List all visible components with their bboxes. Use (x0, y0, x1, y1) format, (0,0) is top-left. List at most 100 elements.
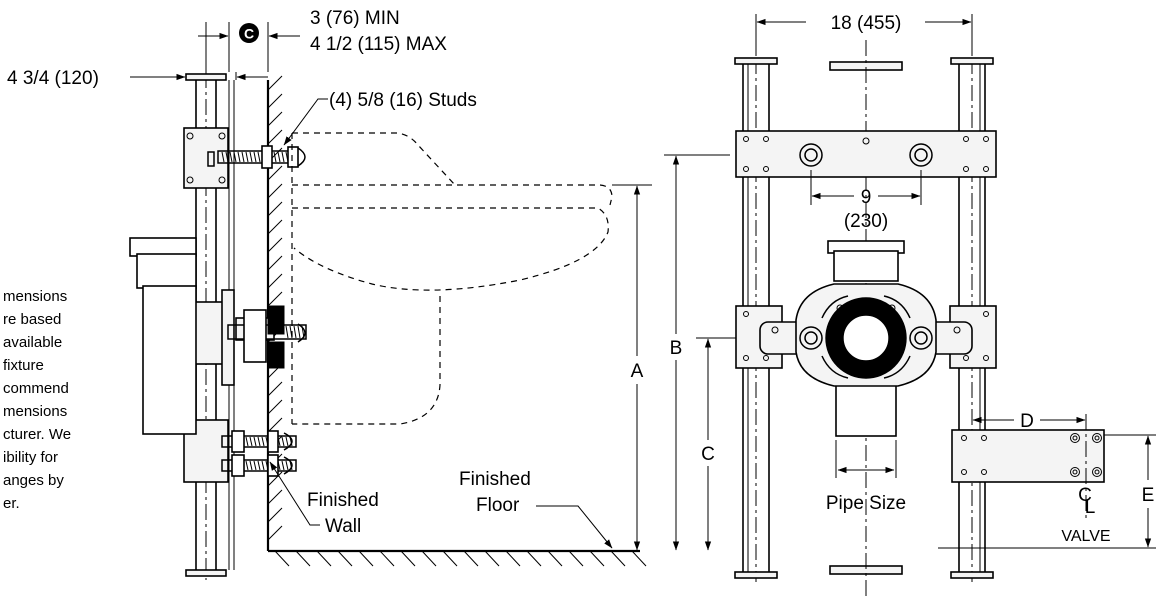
wall-hatch-line (267, 111, 283, 127)
dimension-a: A (612, 184, 652, 551)
note-line-8: ibility for (3, 449, 58, 466)
upper-stud (217, 145, 306, 169)
dimension-frame-width: 18 (455) (755, 13, 973, 56)
mid-stud-assembly (227, 305, 307, 369)
valve-plate (951, 414, 1105, 520)
stud-thread (249, 151, 253, 163)
side-view: C 3 (76) MIN 4 1/2 (115) MAX 4 3/4 (120)… (3, 8, 790, 580)
stud-thread (285, 325, 289, 339)
upper-cross-plate (735, 130, 997, 178)
note-line-7: cturer. We (3, 426, 71, 443)
floor-hatch-line (421, 550, 437, 567)
floor-hatch-line (610, 550, 626, 567)
wall-hatch-line (267, 165, 283, 181)
wall-hatch-line (267, 183, 283, 199)
stud-thread (261, 436, 265, 447)
wall-hatch-line (267, 93, 283, 109)
wall-hatch-line (267, 219, 283, 235)
c-min-label: 3 (76) MIN (310, 8, 400, 29)
floor-hatch-line (337, 550, 353, 567)
wall-hatch-line (267, 237, 283, 253)
stud-thread (261, 460, 265, 471)
finished-wall-label-1: Finished (307, 490, 379, 511)
wall-hatch-line (267, 291, 283, 307)
stud-thread (293, 325, 297, 339)
wall-hatch-line (267, 255, 283, 271)
c-max-label: 4 1/2 (115) MAX (310, 34, 447, 55)
finished-floor-label-1: Finished (459, 469, 531, 490)
floor-hatch-line (631, 550, 647, 567)
waste-fitting (129, 237, 197, 435)
note-line-3: available (3, 334, 62, 351)
dimension-pipe-size: Pipe Size (826, 440, 906, 514)
wall-hatch-line (267, 417, 283, 433)
stud-thread (249, 460, 253, 471)
stud-thread (257, 151, 261, 163)
dim-b-label: B (670, 338, 683, 359)
wall-hatch-line (267, 75, 283, 91)
c-badge-letter: C (244, 26, 254, 42)
floor-hatch-line (484, 550, 500, 567)
dim-c-label: C (701, 444, 715, 465)
overall-depth-label: 4 3/4 (120) (7, 68, 99, 89)
stud-thread (253, 460, 257, 471)
stud-thread (273, 151, 277, 163)
wall-hatch-line (267, 507, 283, 523)
stud-thread (281, 460, 285, 471)
wall-hatch-line (267, 399, 283, 415)
wall-hatch-line (267, 273, 283, 289)
wall-hatch-line (267, 489, 283, 505)
stud-thread (257, 460, 261, 471)
valve-centerline-label: C L VALVE (1061, 485, 1110, 545)
wall-hatch-line (267, 129, 283, 145)
floor-hatch-line (274, 550, 290, 567)
dim-d-label: D (1020, 411, 1034, 432)
stud-thread (285, 436, 289, 447)
floor-hatch-line (316, 550, 332, 567)
stud-thread (221, 151, 225, 163)
installation-note: mensions re based available fixture comm… (3, 288, 71, 512)
upper-bracket (183, 127, 229, 189)
wall-hatch-line (267, 525, 283, 541)
studs-label: (4) 5/8 (16) Studs (329, 90, 477, 111)
stud-thread (237, 151, 241, 163)
finished-floor-callout: Finished Floor (459, 469, 613, 549)
stud-thread (253, 436, 257, 447)
note-line-5: commend (3, 380, 69, 397)
stud-thread (225, 151, 229, 163)
stud-thread (285, 460, 289, 471)
stud-thread (241, 151, 245, 163)
stud-spacing-mm-label: (230) (844, 211, 888, 232)
valve-label: VALVE (1061, 528, 1110, 545)
floor-hatch-line (400, 550, 416, 567)
stud-thread (253, 151, 257, 163)
note-line-10: er. (3, 495, 20, 512)
floor-hatch-line (505, 550, 521, 567)
floor-hatch-line (568, 550, 584, 567)
stud-thread (281, 436, 285, 447)
studs-callout: (4) 5/8 (16) Studs (283, 90, 477, 146)
floor-hatch-line (547, 550, 563, 567)
dimension-overall-depth: 4 3/4 (120) (7, 68, 268, 89)
frame-width-label: 18 (455) (831, 13, 902, 34)
stud-thread (245, 151, 249, 163)
stud-thread (245, 460, 249, 471)
floor-hatch-line (526, 550, 542, 567)
finished-wall-label-2: Wall (325, 516, 361, 537)
floor-hatch-line (358, 550, 374, 567)
dim-a-label: A (631, 361, 644, 382)
wall-hatch-line (267, 381, 283, 397)
stud-thread (297, 325, 301, 339)
stud-spacing-in-label: 9 (861, 187, 872, 208)
floor-hatch-line (589, 550, 605, 567)
pipe-size-label: Pipe Size (826, 493, 906, 514)
front-view: 18 (455) 9 (230) (734, 13, 1156, 598)
dimension-b: B (664, 154, 730, 551)
floor-hatch-line (463, 550, 479, 567)
note-line-6: mensions (3, 403, 67, 420)
finished-floor (268, 549, 647, 567)
stud-thread (257, 436, 261, 447)
stud-thread (245, 436, 249, 447)
fitting-assembly (735, 240, 997, 437)
